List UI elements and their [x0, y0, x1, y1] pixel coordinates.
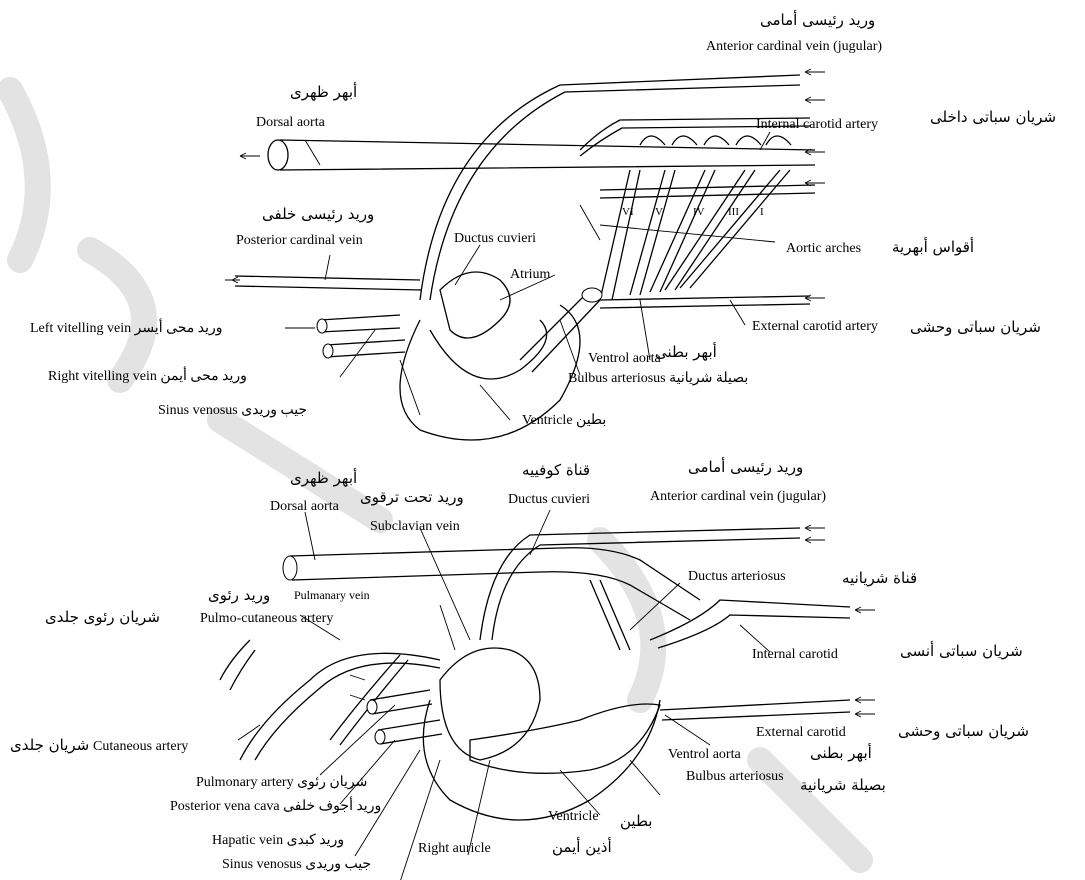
bottom-hepatic-vein: Hapatic vein وريد كبدى: [212, 833, 344, 848]
top-dorsal-aorta-en: Dorsal aorta: [256, 115, 326, 130]
bottom-ductus-arteriosus-ar: قناة شريانيه: [842, 569, 917, 587]
bottom-heart: [423, 648, 660, 820]
bottom-right-auricle-ar: أذين أيمن: [552, 837, 612, 856]
arch-label-v: V: [655, 206, 663, 218]
bottom-right-auricle: Right auricle: [418, 841, 491, 856]
top-aortic-arches-en: Aortic arches: [786, 241, 861, 256]
top-left-vitelline: Left vitelling vein وريد محى أيسر: [30, 317, 223, 336]
bottom-ductus-cuvieri-ar: قناة كوفييه: [522, 461, 590, 479]
top-vitelline-veins: [317, 315, 405, 358]
bottom-ant-cardinal-ar: وريد رئيسى أمامى: [688, 457, 803, 476]
top-post-cardinal-en: Posterior cardinal vein: [236, 233, 363, 248]
top-dorsal-aorta: [268, 140, 815, 170]
top-atrium: Atrium: [510, 267, 551, 282]
bottom-labels: أبهر ظهرى Dorsal aorta وريد تحت ترقوى قن…: [10, 457, 1029, 872]
top-aortic-arches-ar: أقواس أبهرية: [892, 237, 974, 256]
bottom-external-carotid-en: External carotid: [756, 725, 846, 740]
bottom-cutaneous-ar: شريان جلدى: [10, 736, 89, 754]
bottom-pulmonary-vein-ar: وريد رئوى: [208, 586, 270, 604]
bottom-subclavian-en: Subclavian vein: [370, 519, 460, 534]
bottom-external-carotid: [660, 700, 850, 720]
bottom-internal-carotid-en: Internal carotid: [752, 647, 838, 662]
top-external-carotid-en: External carotid artery: [752, 319, 878, 334]
top-ductus-cuvieri: Ductus cuvieri: [454, 231, 536, 246]
bottom-bulbus: Bulbus arteriosus: [686, 769, 784, 784]
top-ventral-aorta: Ventrol aorta: [588, 351, 661, 366]
bottom-ventricle-en: Ventricle: [548, 809, 599, 824]
bottom-cutaneous: Cutaneous artery: [93, 739, 188, 754]
bottom-pulmonary-vein-en: Pulmanary vein: [294, 588, 370, 602]
bottom-internal-carotid: [650, 600, 850, 648]
top-bulbus: Bulbus arteriosus بصيلة شريانية: [568, 371, 748, 386]
arch-label-vi: VI: [622, 206, 634, 218]
top-right-vitelline: Right vitelling vein وريد محى أيمن: [48, 365, 247, 384]
bottom-dorsal-aorta-en: Dorsal aorta: [270, 499, 340, 514]
bottom-pulmo-cutaneous: Pulmo-cutaneous artery: [200, 611, 333, 626]
bottom-ventricle-ar: بطين: [620, 812, 652, 830]
bottom-leaders: [238, 510, 770, 880]
top-post-cardinal-ar: وريد رئيسى خلفى: [262, 205, 374, 223]
bottom-bulbus-ar: بصيلة شريانية: [800, 776, 886, 794]
arch-label-i: I: [760, 206, 764, 218]
bottom-diagram: أبهر ظهرى Dorsal aorta وريد تحت ترقوى قن…: [10, 457, 1029, 880]
bottom-subclavian-ar: وريد تحت ترقوى: [360, 488, 464, 506]
bottom-post-vena-cava: Posterior vena cava وريد أجوف خلفى: [170, 795, 381, 814]
bottom-ventral-aorta: Ventrol aorta: [668, 747, 741, 762]
arch-label-iii: III: [728, 206, 739, 218]
top-sinus: Sinus venosus جيب وريدى: [158, 403, 307, 418]
arch-label-iv: IV: [693, 206, 705, 218]
bottom-ductus-cuvieri-en: Ductus cuvieri: [508, 492, 590, 507]
top-ventral-aorta-ar: أبهر بطنى: [655, 342, 717, 361]
bottom-sinus: Sinus venosus جيب وريدى: [222, 857, 371, 872]
bottom-ventral-aorta-ar: أبهر بطنى: [810, 743, 872, 762]
top-external-carotid-ar: شريان سباتى وحشى: [910, 318, 1041, 336]
top-internal-carotid-ar: شريان سباتى داخلى: [930, 108, 1056, 126]
bottom-internal-carotid-ar: شريان سباتى أنسى: [900, 641, 1023, 660]
bottom-pulmonary-artery: Pulmonary artery شريان رئوى: [196, 775, 367, 790]
bottom-pulmo-cutaneous-ar: شريان رئوى جلدى: [45, 608, 160, 626]
top-ant-cardinal-ar: وريد رئيسى أمامى: [760, 10, 875, 29]
top-diagram: وريد رئيسى أمامى Anterior cardinal vein …: [30, 10, 1056, 440]
top-posterior-cardinal-vein: [235, 276, 422, 290]
top-ventricle: Ventricle بطين: [522, 413, 606, 428]
bottom-ant-cardinal-en: Anterior cardinal vein (jugular): [650, 489, 826, 504]
top-ant-cardinal-en: Anterior cardinal vein (jugular): [706, 39, 882, 54]
bottom-pulmo-cutaneous: [220, 640, 440, 760]
top-internal-carotid-en: Internal carotid artery: [756, 117, 878, 132]
bottom-external-carotid-ar: شريان سباتى وحشى: [898, 722, 1029, 740]
bottom-ductus-arteriosus-en: Ductus arteriosus: [688, 569, 786, 584]
top-labels: وريد رئيسى أمامى Anterior cardinal vein …: [30, 10, 1056, 428]
bottom-dorsal-aorta-ar: أبهر ظهرى: [290, 468, 357, 487]
top-dorsal-aorta-ar: أبهر ظهرى: [290, 82, 357, 101]
bottom-vena-cava: [367, 690, 442, 744]
